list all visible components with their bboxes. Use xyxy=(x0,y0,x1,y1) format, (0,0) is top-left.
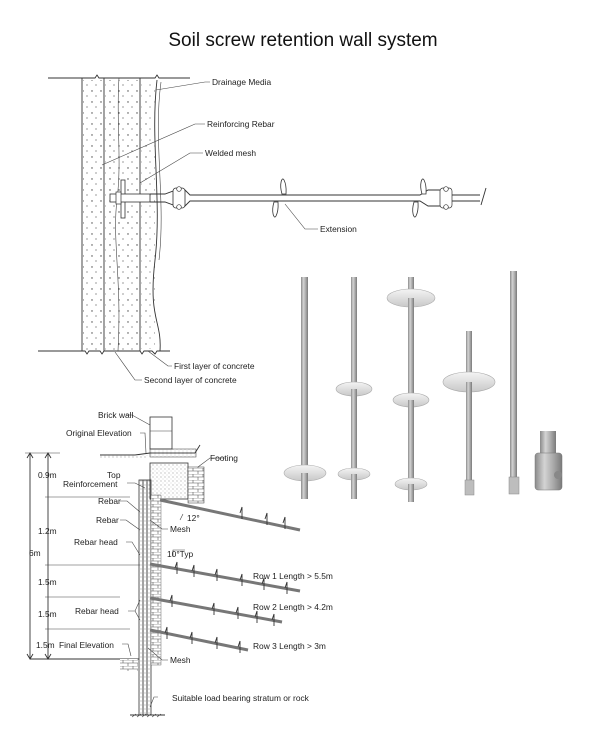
label-rebar-head-1: Rebar head xyxy=(74,537,118,547)
dimension-lines xyxy=(25,452,140,660)
soil-anchors xyxy=(149,498,301,653)
label-mesh-2: Mesh xyxy=(170,655,191,665)
screw-pile-1 xyxy=(301,277,308,499)
anchor-top xyxy=(159,498,301,532)
wall-facing xyxy=(138,479,152,716)
label-row-2: Row 2 Length > 4.2m xyxy=(253,602,333,612)
top-leaders xyxy=(101,81,318,381)
label-rebar-2: Rebar xyxy=(96,515,119,525)
extension-rod xyxy=(510,271,517,493)
label-row-3: Row 3 Length > 3m xyxy=(253,641,326,651)
label-second-layer-concrete: Second layer of concrete xyxy=(144,375,237,385)
screw-pile-3 xyxy=(408,277,414,502)
label-drainage-media: Drainage Media xyxy=(212,77,271,87)
label-stratum: Suitable load bearing stratum or rock xyxy=(172,693,310,703)
soil-screw-shaft xyxy=(150,178,487,218)
dim-1-5m-b: 1.5m xyxy=(38,609,57,619)
label-final-elevation: Final Elevation xyxy=(59,640,114,650)
bottom-leaders xyxy=(120,414,225,708)
coupler xyxy=(534,431,563,491)
diagram-title: Soil screw retention wall system xyxy=(168,30,438,51)
label-original-elevation: Original Elevation xyxy=(66,428,132,438)
label-top-reinforcement-1: Top xyxy=(107,470,121,480)
dim-1-5m-c: 1.5m xyxy=(36,640,55,650)
label-extension: Extension xyxy=(320,224,357,234)
soil-screw-products xyxy=(283,271,563,502)
wall-cross-section xyxy=(38,74,190,355)
label-footing: Footing xyxy=(210,453,238,463)
dim-1-5m-a: 1.5m xyxy=(38,577,57,587)
label-rebar-1: Rebar xyxy=(98,496,121,506)
dim-6m: 6m xyxy=(29,548,41,558)
label-angle-10: 10°Typ xyxy=(167,549,194,559)
label-brick-wall: Brick wall xyxy=(98,410,134,420)
label-row-1: Row 1 Length > 5.5m xyxy=(253,571,333,581)
anchor-row-3 xyxy=(149,626,249,653)
label-rebar-head-2: Rebar head xyxy=(75,606,119,616)
dim-1-2m: 1.2m xyxy=(38,526,57,536)
footing xyxy=(149,462,189,500)
label-mesh-1: Mesh xyxy=(170,524,191,534)
brick-wall xyxy=(149,416,173,450)
label-angle-12: 12° xyxy=(187,513,200,523)
label-first-layer-concrete: First layer of concrete xyxy=(174,361,255,371)
label-top-reinforcement-2: Reinforcement xyxy=(63,479,118,489)
screw-pile-4 xyxy=(466,331,472,493)
label-reinforcing-rebar: Reinforcing Rebar xyxy=(207,119,275,129)
label-welded-mesh: Welded mesh xyxy=(205,148,256,158)
anchor-row-2 xyxy=(149,594,283,626)
anchor-row-1 xyxy=(149,561,301,594)
wall-section-drawing xyxy=(30,416,205,718)
dim-0-9m: 0.9m xyxy=(38,470,57,480)
